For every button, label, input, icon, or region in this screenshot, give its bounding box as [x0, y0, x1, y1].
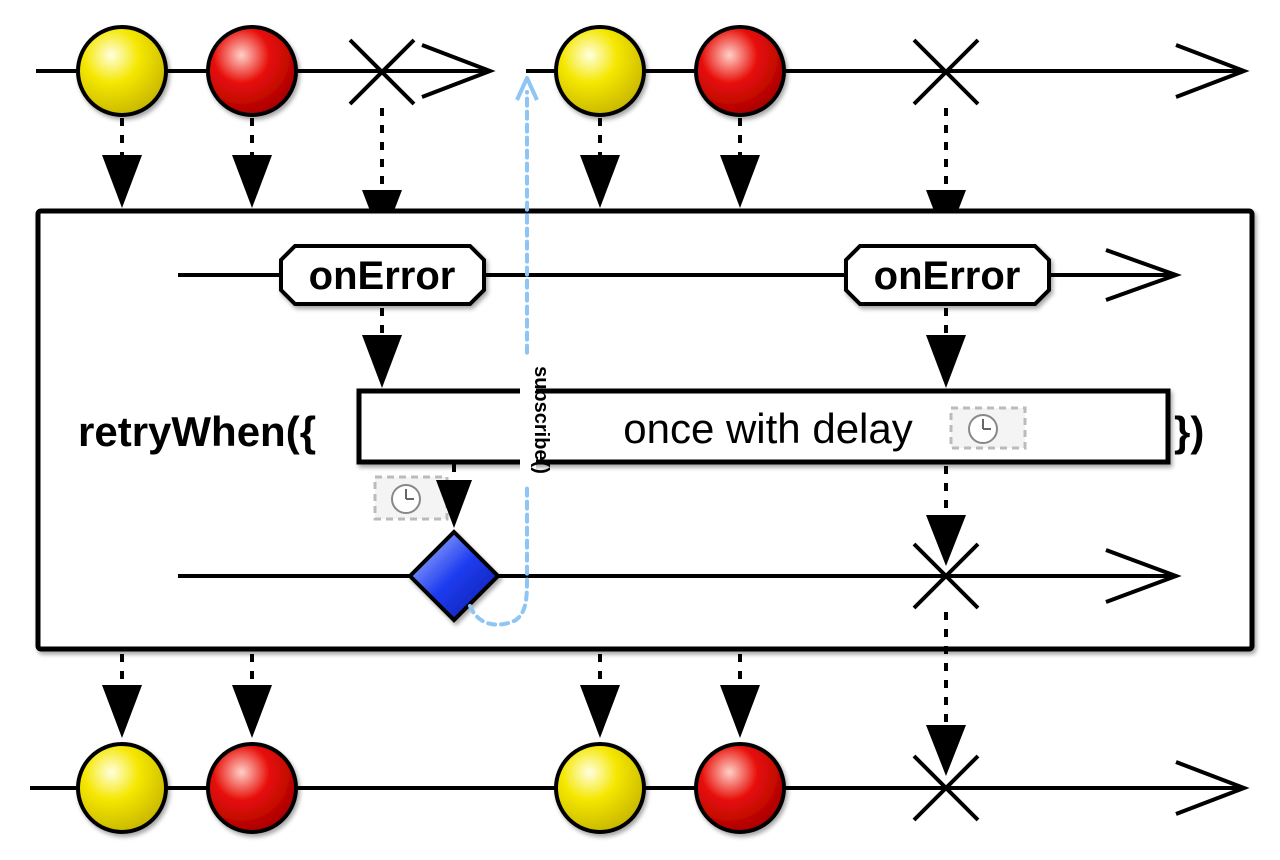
arrowhead-icon [1175, 43, 1250, 99]
source-item-yellow-2 [554, 25, 646, 117]
arrowhead-icon [421, 43, 496, 99]
arrow-down-icon [232, 654, 272, 738]
clock-icon [373, 475, 449, 521]
arrow-down-icon [580, 654, 620, 738]
x-mark-icon [912, 754, 980, 822]
arrow-down-icon [926, 308, 966, 388]
output-item-red-1 [206, 742, 298, 834]
arrowhead-icon [515, 76, 539, 101]
source-timeline [36, 25, 1250, 117]
arrow-down-icon [926, 466, 966, 566]
notifier-function-box: once with delay [356, 388, 1171, 465]
notifier-item-diamond [407, 529, 501, 623]
output-arrows [102, 612, 966, 776]
arrow-down-icon [580, 118, 620, 208]
source-item-red-1 [206, 25, 298, 117]
resubscribe-arrow: subscribe() [468, 76, 552, 627]
on-error-badge-2: onError [844, 244, 1051, 306]
arrowhead-icon [1105, 548, 1182, 604]
operator-closing: }) [1174, 408, 1204, 455]
arrowhead-icon [1175, 760, 1250, 816]
arrow-down-icon [102, 118, 142, 208]
arrow-down-icon [436, 464, 472, 528]
on-error-label: onError [874, 254, 1021, 298]
inner-error-timeline: onError onError [178, 244, 1182, 306]
arrow-down-icon [102, 654, 142, 738]
arrow-down-icon [926, 612, 966, 776]
clock-icon [949, 406, 1027, 450]
output-item-red-2 [694, 742, 786, 834]
on-error-label: onError [309, 254, 456, 298]
arrow-down-icon [720, 118, 760, 208]
notifier-timeline [178, 529, 1182, 623]
source-item-yellow-1 [76, 25, 168, 117]
output-item-yellow-1 [76, 742, 168, 834]
x-mark-icon [912, 542, 980, 610]
output-timeline [30, 742, 1250, 834]
arrow-down-icon [232, 118, 272, 208]
x-mark-icon [912, 38, 980, 106]
arrow-down-icon [362, 308, 402, 388]
on-error-badge-1: onError [279, 244, 486, 306]
subscribe-label: subscribe() [530, 366, 552, 474]
output-item-yellow-2 [554, 742, 646, 834]
operator-name: retryWhen({ [78, 408, 316, 455]
function-label: once with delay [623, 405, 913, 452]
arrow-down-icon [720, 654, 760, 738]
x-mark-icon [348, 38, 416, 106]
source-item-red-2 [694, 25, 786, 117]
arrowhead-icon [1105, 248, 1182, 302]
